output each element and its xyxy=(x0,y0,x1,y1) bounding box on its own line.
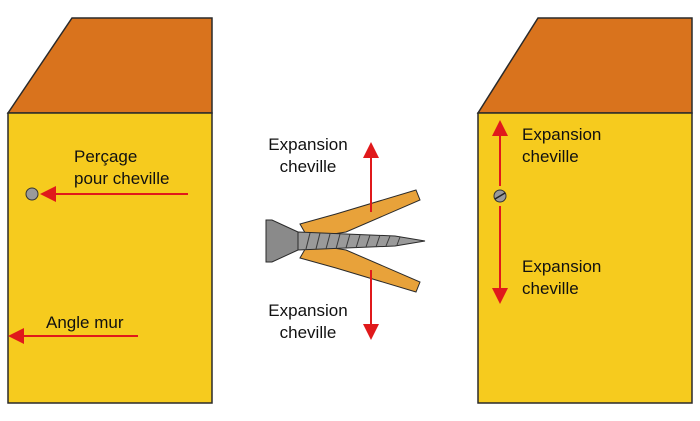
right-bottom-label-line1: Expansion xyxy=(522,257,602,276)
right-wall-top xyxy=(476,17,693,114)
plug-upper-wing xyxy=(299,189,421,239)
screw-head xyxy=(265,219,299,263)
right-wall-block xyxy=(476,17,693,404)
hole-label-line1: Perçage xyxy=(74,147,138,166)
screw-shank xyxy=(297,231,426,251)
right-bottom-label-line2: cheville xyxy=(522,279,579,298)
left-wall-block xyxy=(6,17,213,404)
right-top-label-line1: Expansion xyxy=(522,125,602,144)
corner-label: Angle mur xyxy=(46,313,124,332)
center-top-label-line2: cheville xyxy=(279,157,337,176)
right-top-label-line2: cheville xyxy=(522,147,579,166)
screw-slot xyxy=(494,192,506,200)
screw-and-plug xyxy=(265,142,426,340)
center-bottom-label-line2: cheville xyxy=(279,323,337,342)
hole-label-line2: pour cheville xyxy=(74,169,170,188)
plug-lower-wing xyxy=(299,243,421,293)
center-bottom-label-line1: Expansion xyxy=(268,301,348,320)
drill-hole xyxy=(25,187,39,201)
left-wall-face xyxy=(7,112,213,404)
left-wall-top xyxy=(6,17,213,114)
center-top-label-line1: Expansion xyxy=(268,135,348,154)
right-wall-face xyxy=(477,112,693,404)
